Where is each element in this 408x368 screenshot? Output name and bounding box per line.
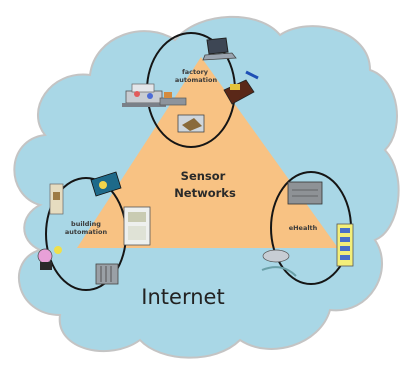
center-label-line2: Networks bbox=[174, 186, 236, 200]
factory-label-line2: automation bbox=[175, 76, 218, 84]
health-label: eHealth bbox=[289, 224, 318, 232]
control-panel-icon bbox=[123, 206, 151, 246]
laptop-icon bbox=[202, 37, 237, 61]
internet-label: Internet bbox=[141, 285, 224, 309]
sensor-network-triangle bbox=[77, 57, 338, 248]
factory-label-line1: factory bbox=[182, 68, 209, 76]
conveyor-icon bbox=[159, 92, 187, 106]
center-label-line1: Sensor bbox=[181, 169, 226, 183]
thermostat-icon bbox=[90, 171, 122, 197]
robot-arm-icon bbox=[223, 70, 259, 105]
radiator-icon bbox=[95, 263, 119, 285]
blood-pressure-icon bbox=[261, 249, 297, 277]
pill-dispenser-icon bbox=[336, 223, 354, 267]
machine-tool-icon bbox=[122, 83, 166, 107]
sensor-node-icon bbox=[177, 114, 205, 133]
server-rack-icon bbox=[287, 181, 323, 205]
building-label-line1: building bbox=[71, 220, 101, 228]
smart-appliance-icon bbox=[37, 246, 62, 270]
light-switch-icon bbox=[49, 183, 64, 215]
building-label-line2: automation bbox=[65, 228, 108, 236]
